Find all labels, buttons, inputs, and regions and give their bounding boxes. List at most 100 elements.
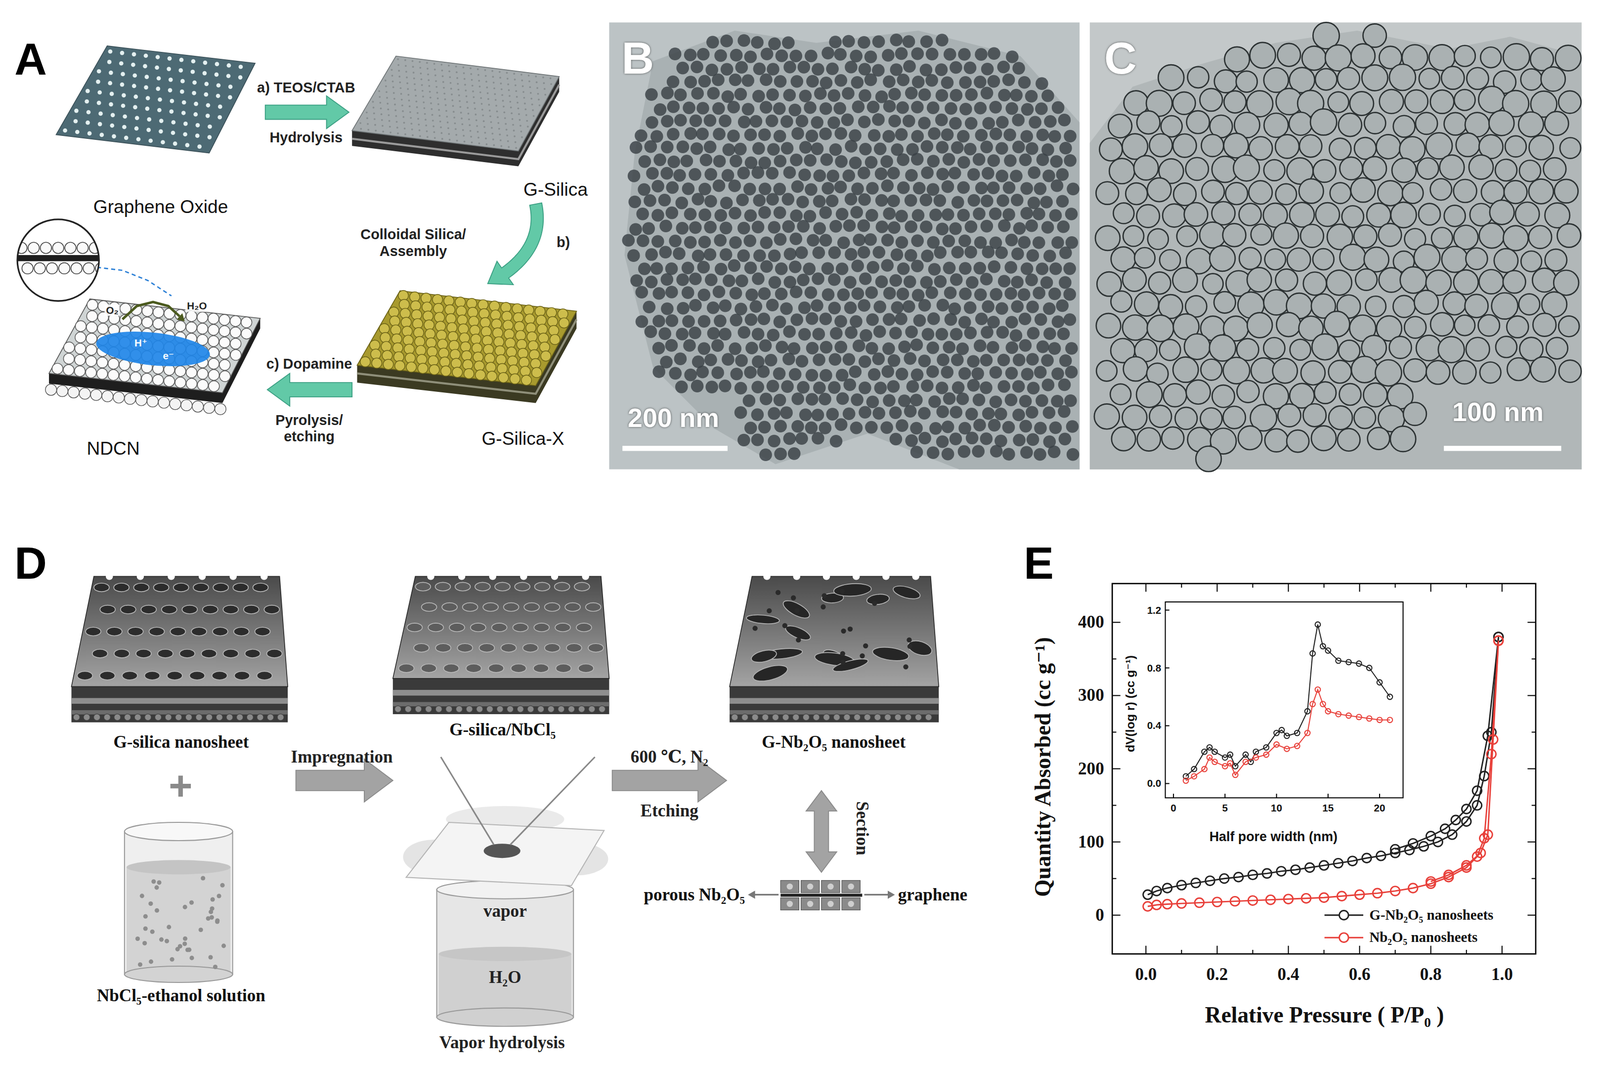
tem-image (790, 313, 804, 327)
scheme-a (446, 121, 449, 124)
tem-image (943, 47, 957, 61)
scheme-a (518, 119, 521, 122)
scheme-a (241, 328, 253, 340)
nanosheet-slab (213, 583, 229, 592)
tem-image (1505, 135, 1527, 158)
tem-image (1184, 333, 1211, 360)
tem-image (1042, 302, 1056, 316)
tem-image (651, 179, 665, 193)
scheme-a (373, 112, 376, 115)
scheme-a (404, 59, 407, 62)
tem-image (1337, 67, 1360, 90)
tem-image (1272, 358, 1298, 384)
tem-image (902, 114, 916, 128)
tem-image (1005, 366, 1019, 380)
nanosheet-slab (455, 705, 463, 713)
tem-image (1441, 246, 1469, 273)
tem-image (691, 192, 705, 206)
nanosheet-slab (470, 623, 486, 632)
scheme-a (462, 129, 465, 131)
tem-image (812, 353, 826, 367)
tem-image (1186, 380, 1211, 405)
scheme-a (508, 89, 511, 92)
scheme-a (440, 131, 443, 134)
tem-image (843, 275, 857, 289)
tem-image (895, 128, 909, 141)
scheme-a (511, 118, 514, 121)
scheme-a (477, 74, 480, 77)
tem-image (972, 207, 986, 221)
scheme-a (145, 95, 151, 101)
tem-image (858, 115, 871, 129)
scheme-a (485, 80, 488, 83)
scheme-a (119, 61, 124, 66)
scheme-a (392, 86, 395, 89)
scheme-a (500, 145, 503, 148)
scheme-a (475, 119, 478, 122)
tem-image (759, 73, 773, 87)
tem-image (1147, 315, 1174, 342)
tem-image (684, 236, 697, 250)
tem-image (1002, 181, 1016, 195)
tem-image (638, 155, 652, 169)
tem-image (997, 274, 1011, 288)
tem-image (1426, 360, 1450, 385)
tem-image (674, 113, 688, 127)
tem-image (1311, 426, 1337, 451)
scheme-a (133, 94, 138, 99)
tem-image (1162, 204, 1186, 228)
tem-image (1003, 154, 1017, 168)
tem-image (752, 142, 766, 156)
tem-image (636, 207, 649, 221)
tem-image (737, 115, 751, 129)
scheme-a (471, 79, 474, 82)
tem-image (1453, 179, 1477, 203)
scheme-a (505, 338, 516, 349)
scheme-a (109, 123, 115, 129)
scheme-a (192, 400, 204, 413)
tem-image (1503, 43, 1530, 70)
scheme-a (445, 313, 457, 325)
tem-image (718, 327, 732, 341)
tem-image (665, 314, 679, 328)
scheme-a (408, 99, 411, 102)
tem-image (896, 101, 909, 115)
tem-image (806, 75, 820, 88)
tem-image (665, 285, 679, 299)
tem-image (844, 139, 858, 153)
tem-image (690, 60, 704, 74)
tem-image (787, 447, 801, 461)
nanosheet-slab (120, 605, 136, 614)
scheme-a (155, 54, 161, 60)
tem-image (858, 89, 872, 103)
scheme-a (62, 128, 68, 133)
scheme-a (169, 109, 174, 114)
tem-image (963, 326, 977, 340)
tem-image (1063, 262, 1077, 276)
tem-image (866, 260, 880, 274)
tem-image (766, 62, 780, 76)
tem-image (1123, 225, 1144, 247)
scheme-a (408, 105, 411, 108)
tem-image (781, 192, 795, 206)
scheme-a (108, 102, 114, 107)
tem-image (741, 102, 755, 116)
tem-image (996, 194, 1010, 208)
scheme-a (216, 93, 221, 99)
tem-image (1315, 68, 1338, 91)
tem-image (987, 181, 1000, 195)
tem-image (873, 325, 887, 339)
tem-image (1020, 446, 1034, 460)
tem-image (1025, 273, 1038, 287)
nanosheet-slab (93, 714, 101, 721)
scheme-a (359, 122, 362, 125)
scheme-a (478, 142, 481, 145)
scheme-a (97, 90, 102, 95)
tem-image (1225, 182, 1248, 205)
tem-image (1223, 90, 1247, 114)
tem-image (997, 88, 1011, 102)
tem-image (956, 342, 970, 356)
tem-image (833, 101, 847, 115)
tem-image (844, 301, 858, 315)
